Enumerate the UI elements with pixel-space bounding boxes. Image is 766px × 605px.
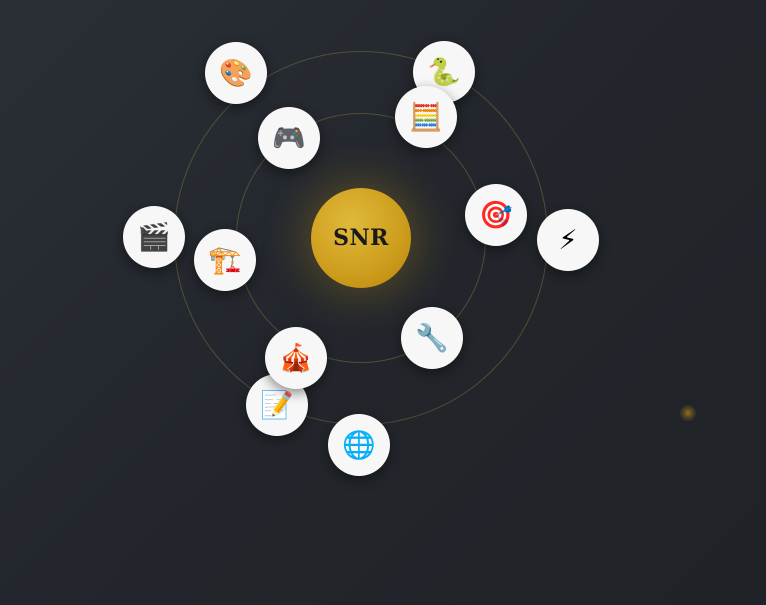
direct-hit-target-icon: 🎯 <box>479 199 513 231</box>
node-crane[interactable]: 🏗️ <box>194 229 256 291</box>
wrench-icon: 🔧 <box>415 322 449 354</box>
globe-icon: 🌐 <box>342 429 376 461</box>
hub-label: SNR <box>333 225 389 251</box>
node-circus[interactable]: 🎪 <box>265 327 327 389</box>
memo-pencil-icon: 📝 <box>260 389 294 421</box>
snake-icon: 🐍 <box>427 56 461 88</box>
lightning-bolt-icon: ⚡ <box>558 224 578 256</box>
node-palette[interactable]: 🎨 <box>205 42 267 104</box>
clapper-board-icon: 🎬 <box>137 221 171 253</box>
circus-tent-icon: 🎪 <box>279 342 313 374</box>
node-globe[interactable]: 🌐 <box>328 414 390 476</box>
node-clapper[interactable]: 🎬 <box>123 206 185 268</box>
video-game-controller-icon: 🎮 <box>272 122 306 154</box>
node-abacus[interactable]: 🧮 <box>395 86 457 148</box>
abacus-icon: 🧮 <box>409 101 443 133</box>
node-wrench[interactable]: 🔧 <box>401 307 463 369</box>
node-target[interactable]: 🎯 <box>465 184 527 246</box>
construction-crane-icon: 🏗️ <box>208 244 242 276</box>
artist-palette-icon: 🎨 <box>219 57 253 89</box>
glow-particle <box>680 405 696 421</box>
node-memo[interactable]: 📝 <box>246 374 308 436</box>
hub-center[interactable]: SNR <box>311 188 411 288</box>
node-game[interactable]: 🎮 <box>258 107 320 169</box>
node-lightning[interactable]: ⚡ <box>537 209 599 271</box>
